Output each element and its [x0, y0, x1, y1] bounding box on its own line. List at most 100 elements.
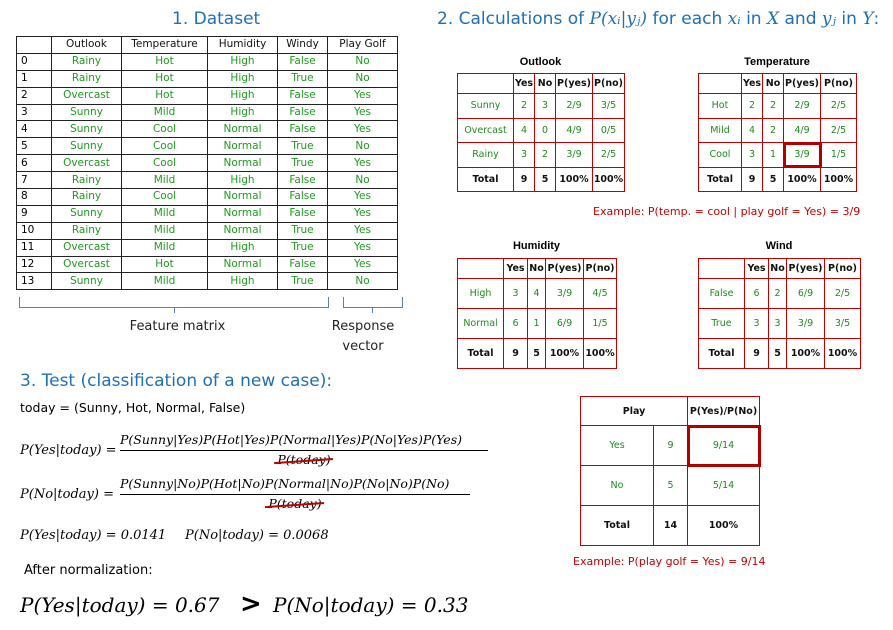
temperature-cell: Mild: [698, 117, 742, 143]
yes-numerator: P(Sunny|Yes)P(Hot|Yes)P(Normal|Yes)P(No|…: [120, 432, 462, 447]
outlook-cell: 2/5: [592, 142, 625, 168]
dataset-cell: Rainy: [51, 69, 122, 88]
humidity-cell: 3/9: [545, 278, 584, 309]
dataset-cell: Overcast: [51, 238, 122, 257]
after-normalization: After normalization:: [24, 563, 153, 578]
outlook-cell: 0: [534, 117, 556, 143]
wind-cell: 3/9: [786, 308, 825, 339]
no-fraction-line: [120, 494, 470, 495]
humidity-cell: 4/5: [583, 278, 617, 309]
dataset-cell: Normal: [207, 120, 278, 139]
wind-cell: P(no): [824, 258, 861, 279]
play-cell: 5: [653, 465, 688, 506]
no-denominator: P(today): [268, 496, 322, 511]
dataset-cell: No: [327, 272, 398, 291]
temperature-cell: 2: [762, 93, 784, 119]
yes-fraction-line: [120, 450, 488, 451]
final-yes: P(Yes|today) = 0.67: [20, 593, 220, 617]
dataset-cell: No: [327, 69, 398, 88]
dataset-cell: High: [207, 272, 278, 291]
outlook-cell: [457, 73, 514, 94]
dataset-row-index: 9: [16, 204, 52, 223]
temperature-cell: Hot: [698, 93, 742, 119]
wind-cell: Total: [698, 338, 745, 369]
play-cell: 5/14: [687, 465, 760, 506]
dataset-cell: False: [277, 171, 328, 190]
temperature-cell: Total: [698, 166, 742, 192]
greater-than: >: [240, 589, 262, 619]
temperature-cell: 9: [741, 166, 763, 192]
dataset-cell: Hot: [121, 52, 208, 71]
dataset-cell: Yes: [327, 154, 398, 173]
humidity-cell: Total: [457, 338, 504, 369]
dataset-cell: Yes: [327, 221, 398, 240]
no-value: P(No|today) = 0.0068: [185, 528, 329, 543]
dataset-cell: Overcast: [51, 154, 122, 173]
temperature-table-title: Temperature: [744, 56, 810, 68]
dataset-title: 1. Dataset: [172, 9, 261, 29]
dataset-cell: Mild: [121, 204, 208, 223]
temperature-cell: 100%: [783, 166, 821, 192]
dataset-row-index: 3: [16, 103, 52, 122]
temperature-cell: 2/5: [820, 117, 857, 143]
temp-example: Example: P(temp. = cool | play golf = Ye…: [593, 205, 861, 218]
dataset-cell: Cool: [121, 120, 208, 139]
wind-cell: 2/5: [824, 278, 861, 309]
dataset-row-index: 5: [16, 137, 52, 156]
outlook-cell: 2: [513, 93, 535, 119]
dataset-column-header: Outlook: [51, 36, 122, 54]
humidity-cell: Yes: [503, 258, 528, 279]
dataset-cell: High: [207, 86, 278, 105]
dataset-row-index: 2: [16, 86, 52, 105]
dataset-row-index: 4: [16, 120, 52, 139]
dataset-cell: Hot: [121, 255, 208, 274]
temperature-cell: [698, 73, 742, 94]
dataset-cell: Hot: [121, 69, 208, 88]
temperature-cell: No: [762, 73, 784, 94]
dataset-row-index: 13: [16, 272, 52, 291]
outlook-cell: 4/9: [555, 117, 593, 143]
dataset-cell: False: [277, 86, 328, 105]
wind-cell: Yes: [744, 258, 769, 279]
outlook-cell: 3: [534, 93, 556, 119]
outlook-cell: 100%: [592, 166, 625, 192]
dataset-cell: False: [277, 120, 328, 139]
feature-matrix-label: Feature matrix: [129, 319, 226, 334]
play-example: Example: P(play golf = Yes) = 9/14: [573, 555, 766, 568]
dataset-row-index: 12: [16, 255, 52, 274]
play-cell: Total: [580, 505, 654, 546]
dataset-cell: Yes: [327, 204, 398, 223]
dataset-cell: False: [277, 52, 328, 71]
temperature-cell: 2: [741, 93, 763, 119]
dataset-cell: False: [277, 103, 328, 122]
humidity-cell: [457, 258, 504, 279]
dataset-cell: No: [327, 52, 398, 71]
dataset-cell: No: [327, 171, 398, 190]
outlook-cell: Overcast: [457, 117, 514, 143]
dataset-cell: Cool: [121, 188, 208, 206]
wind-cell: 6: [744, 278, 769, 309]
dataset-cell: True: [277, 238, 328, 257]
dataset-cell: Overcast: [51, 255, 122, 274]
dataset-cell: Normal: [207, 255, 278, 274]
wind-cell: 2: [768, 278, 787, 309]
humidity-cell: 4: [527, 278, 546, 309]
outlook-cell: 4: [513, 117, 535, 143]
temperature-cell: 1: [762, 142, 784, 168]
temperature-cell: 3: [741, 142, 763, 168]
wind-cell: No: [768, 258, 787, 279]
dataset-cell: Rainy: [51, 221, 122, 240]
humidity-cell: P(no): [583, 258, 617, 279]
outlook-cell: 2: [534, 142, 556, 168]
humidity-cell: No: [527, 258, 546, 279]
